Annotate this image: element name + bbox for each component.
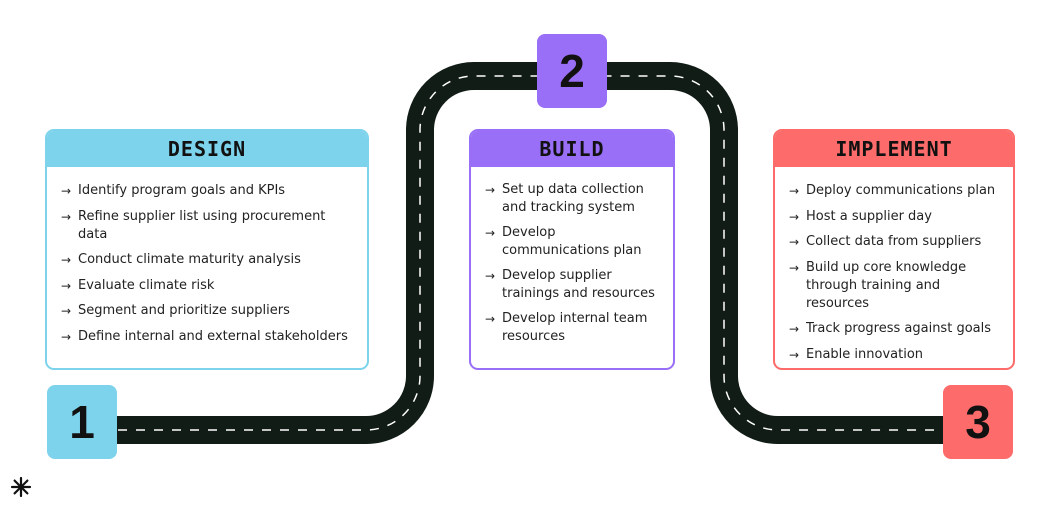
list-item: →Enable innovation xyxy=(789,346,924,362)
arrow-right-icon: → xyxy=(61,278,72,293)
list-item: →Identify program goals and KPIs xyxy=(61,183,286,198)
list-item: →Define internal and external stakeholde… xyxy=(61,328,348,344)
design-card: DESIGN →Identify program goals and KPIs … xyxy=(45,129,369,370)
arrow-right-icon: → xyxy=(485,183,496,197)
build-card-title: BUILD xyxy=(471,131,673,167)
list-item: →Track progress against goals xyxy=(789,321,991,337)
list-item: →Develop supplier trainings and resource… xyxy=(485,268,655,301)
list-item: →Conduct climate maturity analysis xyxy=(61,252,301,268)
arrow-right-icon: → xyxy=(61,184,72,198)
stage-2-badge: 2 xyxy=(537,34,607,108)
list-item: →Set up data collection and tracking sys… xyxy=(485,182,644,215)
arrow-right-icon: → xyxy=(485,312,496,326)
build-card: BUILD →Set up data collection and tracki… xyxy=(469,129,675,370)
arrow-right-icon: → xyxy=(61,304,72,319)
arrow-right-icon: → xyxy=(789,235,800,250)
arrow-right-icon: → xyxy=(789,347,800,362)
list-item: →Refine supplier list using procurement … xyxy=(61,208,326,242)
stage-3-badge: 3 xyxy=(943,385,1013,459)
list-item: →Develop communications plan xyxy=(485,225,642,258)
arrow-right-icon: → xyxy=(789,322,800,337)
arrow-right-icon: → xyxy=(485,269,496,283)
list-item: →Deploy communications plan xyxy=(789,183,996,198)
implement-step-list: →Deploy communications plan →Host a supp… xyxy=(775,167,1013,364)
arrow-right-icon: → xyxy=(61,209,72,224)
implement-card-title: IMPLEMENT xyxy=(775,131,1013,167)
arrow-right-icon: → xyxy=(485,226,496,240)
list-item: →Segment and prioritize suppliers xyxy=(61,303,290,319)
design-card-title: DESIGN xyxy=(47,131,367,167)
build-step-list: →Set up data collection and tracking sys… xyxy=(471,167,673,346)
list-item: →Build up core knowledge through trainin… xyxy=(789,259,967,311)
arrow-right-icon: → xyxy=(61,253,72,268)
arrow-right-icon: → xyxy=(61,329,72,344)
arrow-right-icon: → xyxy=(789,260,800,275)
list-item: →Develop internal team resources xyxy=(485,311,648,344)
arrow-right-icon: → xyxy=(789,209,800,224)
arrow-right-icon: → xyxy=(789,184,800,198)
design-step-list: →Identify program goals and KPIs →Refine… xyxy=(47,167,367,346)
list-item: →Host a supplier day xyxy=(789,208,932,224)
implement-card: IMPLEMENT →Deploy communications plan →H… xyxy=(773,129,1015,370)
asterisk-logo-icon xyxy=(10,476,32,498)
list-item: →Collect data from suppliers xyxy=(789,234,982,250)
stage-1-badge: 1 xyxy=(47,385,117,459)
list-item: →Evaluate climate risk xyxy=(61,277,215,293)
